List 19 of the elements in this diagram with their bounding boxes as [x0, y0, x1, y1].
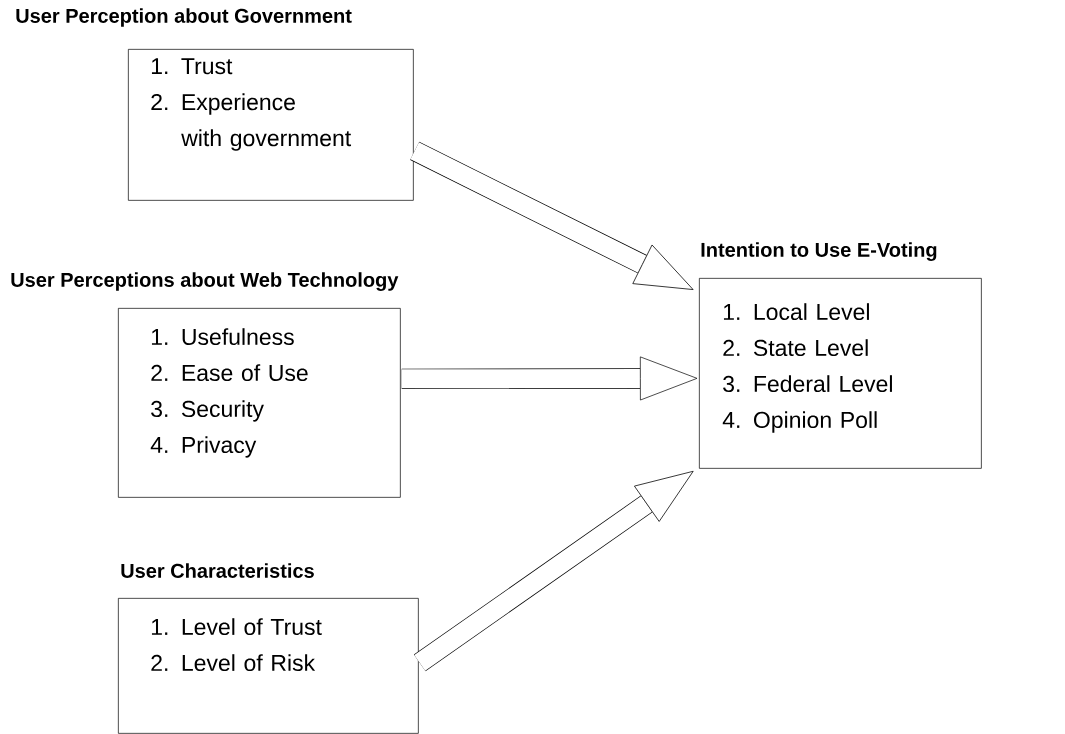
box-heading: Intention to Use E-Voting [701, 242, 937, 261]
list-item: 3. Security [151, 400, 264, 422]
block-arrow [410, 141, 694, 290]
box-heading: User Characteristics [121, 563, 314, 578]
list-item: 1. Usefulness [151, 328, 294, 346]
box-heading: User Perception about Government [16, 8, 352, 27]
list-item: 2. Ease of Use [151, 364, 308, 382]
list-item: 1. Trust [151, 58, 233, 75]
block-arrow [413, 470, 694, 672]
list-item: 1. Level of Trust [151, 618, 322, 636]
list-item: 4. Privacy [150, 436, 257, 458]
list-item: 2. Level of Risk [151, 654, 316, 672]
block-arrow [401, 356, 698, 401]
box-heading: User Perceptions about Web Technology [11, 272, 399, 291]
list-item: 4. Opinion Poll [722, 411, 877, 433]
list-item: 3. Federal Level [723, 375, 892, 393]
list-item: 2. State Level [723, 339, 868, 357]
list-item: 1. Local Level [723, 303, 869, 321]
list-item: 2. Experience with government [151, 93, 352, 151]
